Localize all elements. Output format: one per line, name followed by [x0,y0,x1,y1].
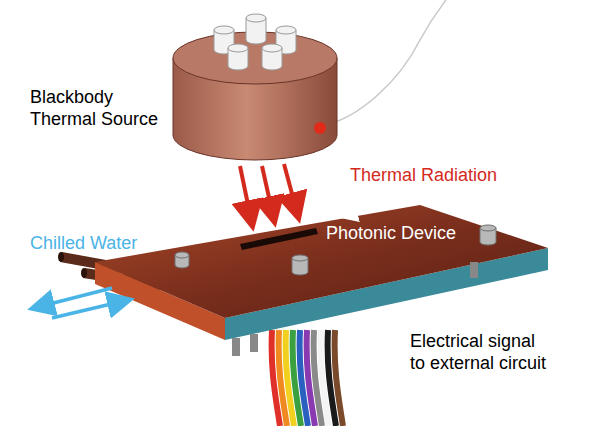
ribbon-cable [272,330,343,426]
water-flow-arrow [34,288,128,318]
wire-outline [322,0,446,126]
signal-label-wrap: Electrical signal to external circuit [410,330,551,374]
source-label: Blackbody Thermal Source [30,86,166,130]
water-label: Chilled Water [30,232,137,254]
radiation-label-wrap: Thermal Radiation [350,164,497,186]
device-label-wrap: Photonic Device [326,222,456,244]
device-slot [240,228,318,250]
water-label-wrap: Chilled Water [30,232,137,254]
signal-label: Electrical signal to external circuit [410,330,551,374]
device-label: Photonic Device [326,222,456,244]
wire [322,0,446,126]
source-label-wrap: Blackbody Thermal Source [30,86,166,130]
blackbody-source [173,14,337,160]
radiation-label: Thermal Radiation [350,164,497,186]
radiation-arrow [240,164,298,224]
device-pointer [336,188,432,214]
